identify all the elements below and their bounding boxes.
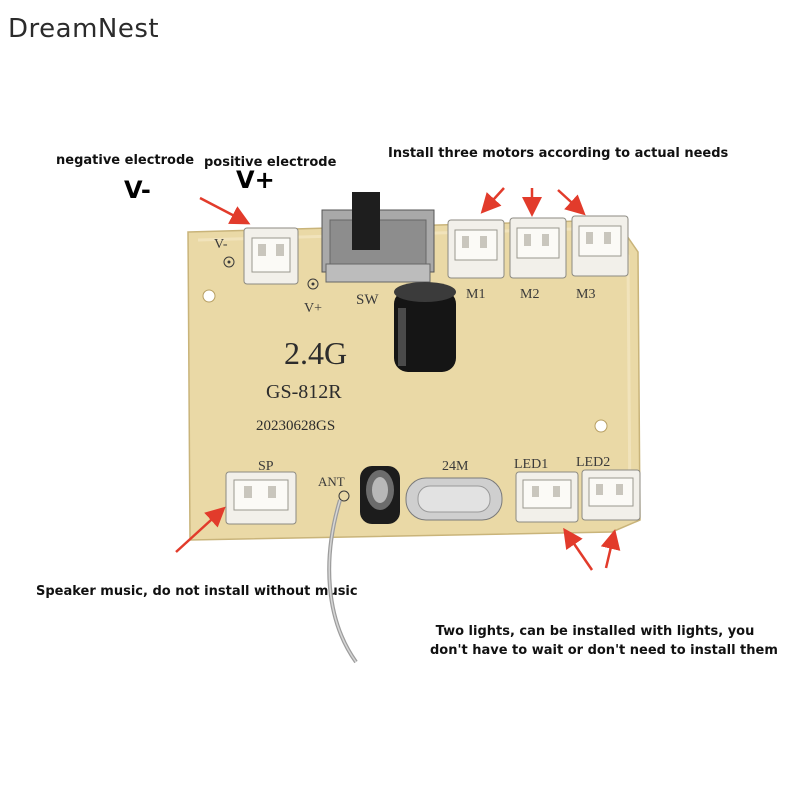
pcb-label-m3: M3 <box>576 287 595 302</box>
power-connector <box>243 227 299 285</box>
pcb-label-vminus: V- <box>214 237 228 252</box>
pcb-label-sp: SP <box>258 459 274 474</box>
arrow-power <box>199 196 251 225</box>
pcb-model-freq: 2.4G <box>284 335 347 371</box>
pcb-label-vplus: V+ <box>304 301 322 316</box>
pcb-label-ant: ANT <box>318 474 345 489</box>
caption-lights-line2: don't have to wait or don't need to inst… <box>430 643 778 658</box>
pcb-label-led2: LED2 <box>576 455 610 470</box>
motor-connector-m1 <box>447 219 505 279</box>
annotation-arrows <box>175 187 621 571</box>
pcb-label-led1: LED1 <box>514 457 548 472</box>
caption-negative-electrode: negative electrode <box>56 153 195 168</box>
small-capacitor <box>360 466 400 524</box>
pcb-label-24m: 24M <box>442 459 469 474</box>
arrow-speaker <box>175 506 226 553</box>
crystal-oscillator <box>405 477 503 521</box>
caption-positive-electrode: positive electrode <box>204 155 337 170</box>
speaker-connector <box>225 471 297 525</box>
pcb-label-m1: M1 <box>466 287 485 302</box>
pcb-label-m2: M2 <box>520 287 539 302</box>
caption-v-minus: V- <box>124 176 151 204</box>
led-connector-1 <box>515 471 579 523</box>
pcb-label-sw: SW <box>356 292 379 308</box>
led-connector-2 <box>581 469 641 521</box>
mounting-hole <box>594 419 608 433</box>
slide-switch <box>321 192 435 283</box>
arrow-led1 <box>563 527 594 571</box>
pcb-date-code: 20230628GS <box>256 418 335 434</box>
pcb-model-name: GS-812R <box>266 381 342 403</box>
watermark-logo: DreamNest <box>8 14 160 44</box>
motor-connector-m2 <box>509 217 567 279</box>
caption-speaker: Speaker music, do not install without mu… <box>36 584 358 599</box>
caption-lights: Two lights, can be installed with lights… <box>430 622 778 660</box>
mounting-hole <box>202 289 216 303</box>
motor-connector-m3 <box>571 215 629 277</box>
capacitor <box>394 282 456 372</box>
caption-motors: Install three motors according to actual… <box>388 146 729 161</box>
caption-lights-line1: Two lights, can be installed with lights… <box>435 624 755 639</box>
arrow-m1 <box>480 187 505 214</box>
arrow-led2 <box>600 529 621 569</box>
caption-v-plus: V+ <box>236 166 275 194</box>
arrow-m3 <box>557 189 586 216</box>
